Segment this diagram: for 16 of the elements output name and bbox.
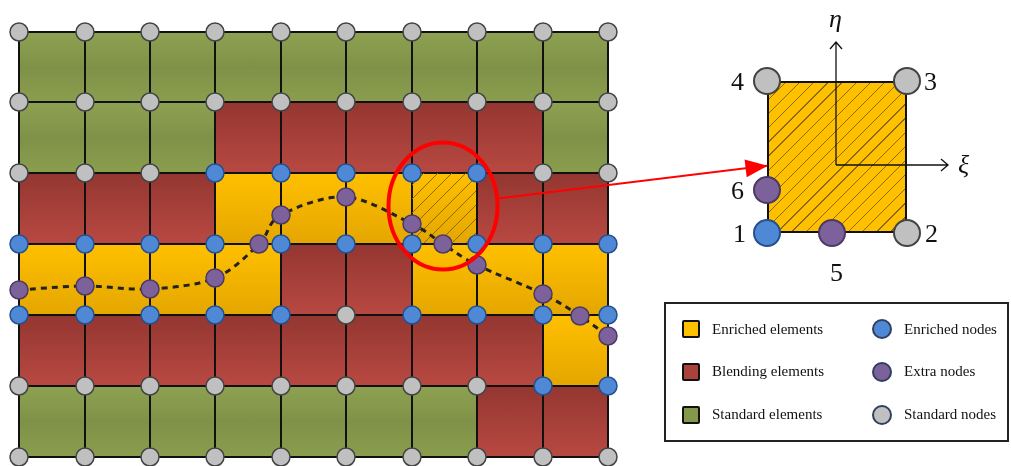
legend-label: Enriched elements (712, 320, 824, 338)
node-number: 5 (830, 260, 843, 286)
node-number: 4 (731, 69, 744, 95)
legend-label: Standard nodes (904, 406, 997, 424)
legend-label: Extra nodes (904, 363, 976, 381)
axis-label: η (829, 6, 842, 32)
legend-label: Standard elements (712, 406, 823, 424)
node-number: 6 (731, 178, 744, 204)
node-number: 1 (733, 221, 746, 247)
enriched-element (767, 81, 907, 233)
arrow (496, 159, 768, 200)
legend-label: Enriched nodes (904, 320, 997, 338)
legend-label: Blending elements (712, 363, 825, 381)
node-number: 3 (924, 69, 937, 95)
axis-label: ξ (958, 152, 970, 178)
node-number: 2 (925, 221, 938, 247)
